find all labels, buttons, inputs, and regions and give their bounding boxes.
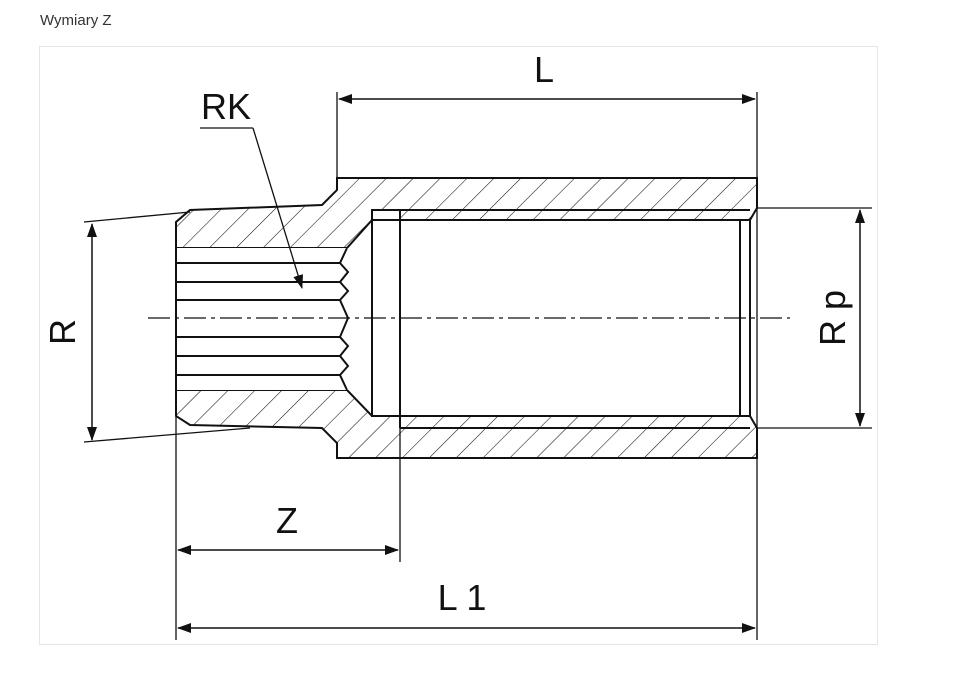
page-title: Wymiary Z xyxy=(40,12,112,29)
dimension-lines xyxy=(87,94,865,633)
extension-lines xyxy=(83,92,872,640)
rk-leader xyxy=(200,127,303,289)
label-L1: L 1 xyxy=(438,577,487,618)
label-R: R xyxy=(42,319,83,345)
label-RK: RK xyxy=(201,86,251,127)
inner-bore xyxy=(371,209,751,429)
label-L: L xyxy=(534,49,554,90)
label-Rp: R p xyxy=(812,290,853,346)
label-Z: Z xyxy=(276,500,298,541)
